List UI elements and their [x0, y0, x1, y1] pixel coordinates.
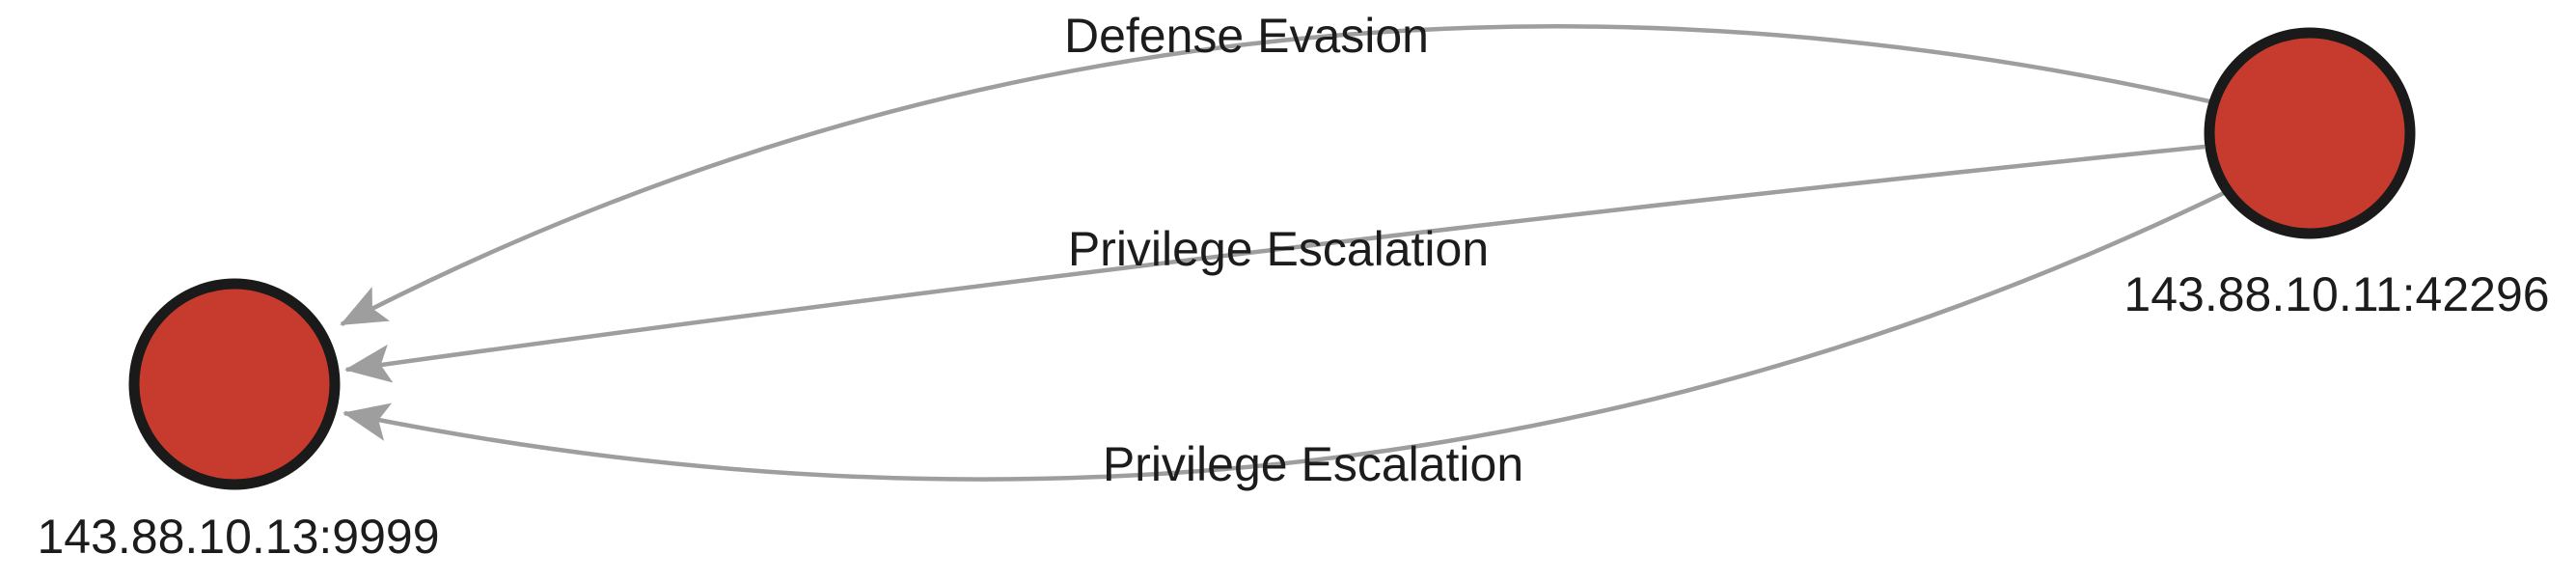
edge-label-defense-evasion: Defense Evasion: [1064, 9, 1429, 63]
edge-label-privilege-escalation-2: Privilege Escalation: [1103, 437, 1523, 491]
node-143-88-10-13[interactable]: [128, 278, 341, 490]
node-label-143-88-10-11: 143.88.10.11:42296: [2124, 267, 2549, 321]
edge-privilege-escalation-2[interactable]: [343, 190, 2225, 482]
node-143-88-10-11[interactable]: [2204, 27, 2416, 239]
edge-privilege-escalation-1[interactable]: [344, 144, 2206, 383]
edge-label-privilege-escalation-1: Privilege Escalation: [1068, 222, 1489, 276]
node-label-143-88-10-13: 143.88.10.13:9999: [37, 510, 439, 564]
edge-defense-evasion[interactable]: [340, 24, 2210, 326]
